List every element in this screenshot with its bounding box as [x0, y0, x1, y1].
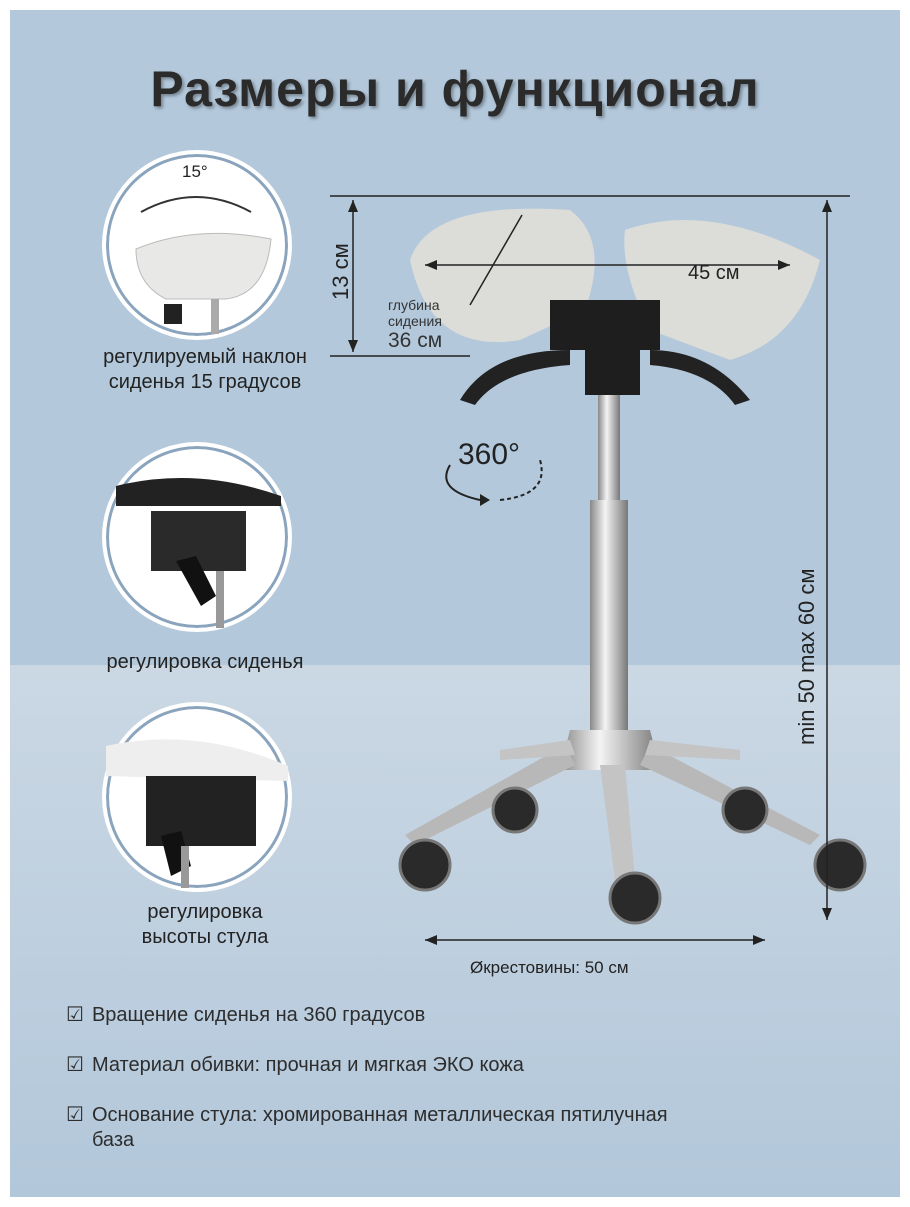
feature-text: Вращение сиденья на 360 градусов [91, 1004, 426, 1026]
seat-adjust-detail-image [102, 442, 292, 632]
width-label: 45 см [688, 262, 740, 284]
caption-line: регулировка [147, 901, 263, 923]
tilt-height-label: 13 см [328, 243, 353, 300]
height-range-label: min 50 max 60 см [794, 568, 819, 745]
caption-line: регулируемый наклон [103, 346, 307, 368]
base-diameter-label: Øкрестовины: 50 см [470, 958, 629, 977]
rotation-label: 360° [458, 438, 521, 471]
tilt-detail-image [102, 150, 292, 340]
depth-label-line: глубина [388, 297, 440, 313]
depth-value: 36 см [388, 329, 443, 352]
feature-text: Основание стула: хромированная металличе… [91, 1104, 668, 1151]
seat-adjust-caption: регулировка сиденья [106, 651, 304, 673]
height-adjust-detail-image [102, 702, 292, 892]
page-title: Размеры и функционал [150, 61, 760, 117]
chair-illustration [330, 195, 867, 945]
tilt-caption: регулируемый наклон сиденья 15 градусов [60, 345, 350, 395]
caption-line: высоты стула [141, 926, 269, 948]
feature-item: ☑ Основание стула: хромированная металлич… [66, 1103, 706, 1153]
tilt-arc-icon [140, 196, 252, 213]
caption-line: сиденья 15 градусов [108, 371, 302, 393]
tilt-angle-label: 15° [182, 162, 208, 181]
feature-text: Материал обивки: прочная и мягкая ЭКО ко… [91, 1054, 524, 1076]
feature-item: ☑ Вращение сиденья на 360 градусов [66, 1003, 425, 1028]
depth-label: глубина сидения 36 см [388, 297, 442, 353]
depth-label-line: сидения [388, 313, 442, 329]
infographic-panel: Размеры и функционал 15° регулируемый на… [10, 10, 900, 1197]
check-icon: ☑ [66, 1004, 84, 1026]
check-icon: ☑ [66, 1054, 84, 1076]
height-adjust-caption: регулировка высоты стула [60, 900, 350, 950]
check-icon: ☑ [66, 1104, 84, 1126]
rotation-icon [445, 459, 543, 506]
feature-item: ☑ Материал обивки: прочная и мягкая ЭКО к… [66, 1053, 524, 1078]
